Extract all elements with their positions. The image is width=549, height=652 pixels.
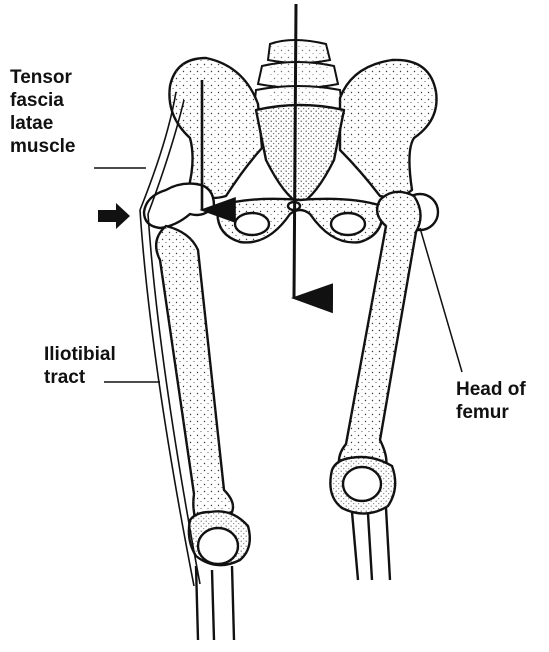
label-head-of-femur: Head of femur [456,378,526,424]
label-tensor-fascia-latae: Tensor fascia latae muscle [10,66,75,158]
femur-right [330,192,438,580]
label-tensor-line-4: muscle [10,135,75,158]
leader-head [420,228,462,372]
label-head-line-1: Head of [456,378,526,401]
midline-force-arrow [294,4,296,298]
label-tensor-line-2: fascia [10,89,75,112]
label-iliotibial-tract: Iliotibial tract [44,343,116,389]
lumbar-spine [254,40,342,112]
label-head-line-2: femur [456,401,526,424]
trochanter-pointer-icon [98,203,130,229]
label-tensor-line-1: Tensor [10,66,75,89]
label-itb-line-1: Iliotibial [44,343,116,366]
label-tensor-line-3: latae [10,112,75,135]
label-itb-line-2: tract [44,366,116,389]
